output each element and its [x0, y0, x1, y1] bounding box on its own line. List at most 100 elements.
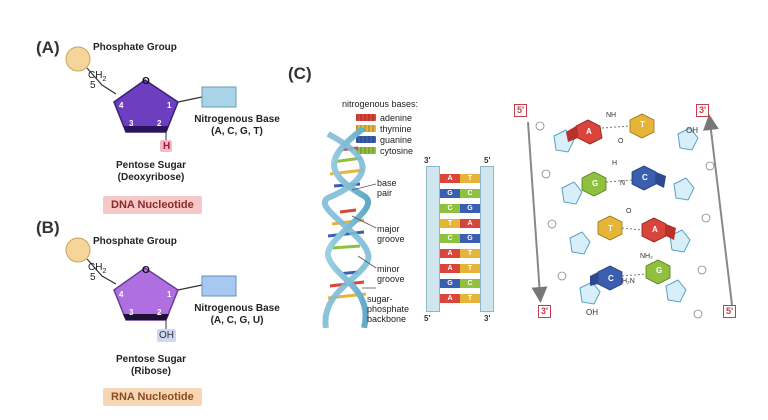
nitrogenous-base-box-a	[201, 86, 237, 108]
ladder-base-right: A	[460, 219, 480, 228]
glycosidic-bond-b	[177, 284, 203, 291]
structure-base-right-4: G	[656, 266, 663, 275]
carbon-5-label-b: 5	[90, 272, 96, 283]
legend-item-guanine: guanine	[356, 134, 418, 145]
ch2-bond-b	[86, 258, 117, 285]
strand-direction-arrow-left	[527, 121, 548, 303]
legend-label-cytosine: cytosine	[380, 145, 414, 156]
ladder-base-left: C	[440, 234, 460, 243]
base-pair-2	[581, 165, 666, 197]
sugar-name-a: (Deoxyribose)	[117, 172, 185, 183]
carbon-5-label-a: 5	[90, 80, 96, 91]
ladder-right-rail	[480, 166, 494, 312]
h-bond-label-7: H₂N	[622, 278, 635, 285]
pentose-sugar-title-a: Pentose Sugar	[115, 160, 187, 171]
ladder-bottom-left-end: 5'	[424, 314, 431, 323]
structure-left-top-end: 5'	[514, 104, 528, 117]
thymine-swatch	[356, 125, 376, 132]
phosphate-circle-a	[65, 46, 91, 72]
ladder-left-rail	[426, 166, 440, 312]
ladder-base-left: A	[440, 264, 460, 273]
dna-nucleotide-diagram	[65, 46, 237, 152]
legend-item-adenine: adenine	[356, 112, 418, 123]
base-pair-3	[597, 215, 676, 243]
right-backbone	[665, 127, 699, 303]
carbon-3-label-a: 3	[129, 119, 134, 128]
h-bond-label-2: O	[618, 138, 624, 145]
structure-base-right-1: T	[640, 120, 645, 129]
ladder-base-left: A	[440, 174, 460, 183]
dna-nucleotide-badge: DNA Nucleotide	[103, 196, 202, 214]
glycosidic-bond-a	[177, 96, 203, 103]
structure-oh-top: OH	[686, 126, 698, 135]
h-label: H	[163, 141, 171, 152]
deoxyribose-ring-edge	[123, 126, 169, 132]
carbon-3-label-b: 3	[129, 308, 134, 317]
legend-item-cytosine: cytosine	[356, 145, 418, 156]
carbon-2-label-b: 2	[157, 308, 162, 317]
ladder-top-left-end: 3'	[424, 156, 431, 165]
h-bond-label-3: H	[612, 160, 618, 167]
ladder-base-right: T	[460, 174, 480, 183]
phosphate-group-label-b: Phosphate Group	[93, 236, 177, 247]
nitrogenous-base-box-b	[201, 275, 237, 297]
structure-base-left-3: T	[608, 224, 613, 233]
panel-b-label: (B)	[36, 218, 60, 237]
legend-item-thymine: thymine	[356, 123, 418, 134]
carbon-4-label-a: 4	[119, 101, 124, 110]
oh-label: OH	[159, 330, 174, 341]
structure-base-left-2: G	[592, 179, 599, 188]
ladder-base-left: A	[440, 294, 460, 303]
rna-nucleotide-diagram	[65, 237, 237, 342]
ladder-base-right: C	[460, 189, 480, 198]
nitrogenous-base-title-b: Nitrogenous Base	[194, 303, 280, 314]
carbon-2-label-a: 2	[157, 119, 162, 128]
nitrogenous-base-letters-b: (A, C, G, U)	[210, 315, 264, 326]
nitrogenous-base-title-a: Nitrogenous Base	[194, 114, 280, 125]
structure-left-bottom-end: 3'	[538, 305, 552, 318]
carbon-4-label-b: 4	[119, 290, 124, 299]
strand-direction-arrow-right	[703, 114, 733, 306]
ladder-base-left: T	[440, 219, 460, 228]
structure-right-bottom-end: 5'	[723, 305, 737, 318]
ladder-base-right: G	[460, 204, 480, 213]
base-pair-1	[566, 113, 655, 145]
structure-base-right-3: A	[652, 225, 658, 234]
structure-base-right-2: C	[642, 173, 648, 182]
panel-a-label: (A)	[36, 38, 60, 57]
pentose-sugar-title-b: Pentose Sugar	[115, 354, 187, 365]
carbon-1-label-a: 1	[167, 101, 172, 110]
legend-label-adenine: adenine	[380, 112, 413, 123]
base-pair-4	[590, 259, 671, 291]
ladder-base-left: G	[440, 279, 460, 288]
guanine-swatch	[356, 136, 376, 143]
ladder-base-left: A	[440, 249, 460, 258]
dna-chemical-structure	[527, 113, 733, 319]
h-bond-label-1: NH	[606, 112, 617, 119]
bases-legend: nitrogenous bases: adenine thymine guani…	[342, 98, 418, 156]
sugar-name-b: (Ribose)	[131, 366, 171, 377]
h-bond-label-6: O	[626, 208, 632, 215]
ladder-base-right: T	[460, 294, 480, 303]
ribose-ring-edge	[123, 314, 169, 320]
nitrogenous-base-letters-a: (A, C, G, T)	[211, 126, 263, 137]
ladder-base-left: G	[440, 189, 460, 198]
h-bond-label-5: NH₂	[640, 253, 653, 260]
panel-c-label: (C)	[288, 64, 312, 83]
structure-right-top-end: 3'	[696, 104, 710, 117]
cytosine-swatch	[356, 147, 376, 154]
ladder-base-right: C	[460, 279, 480, 288]
legend-title: nitrogenous bases:	[342, 99, 419, 109]
phosphate-circle-b	[65, 237, 91, 263]
ladder-base-right: T	[460, 249, 480, 258]
